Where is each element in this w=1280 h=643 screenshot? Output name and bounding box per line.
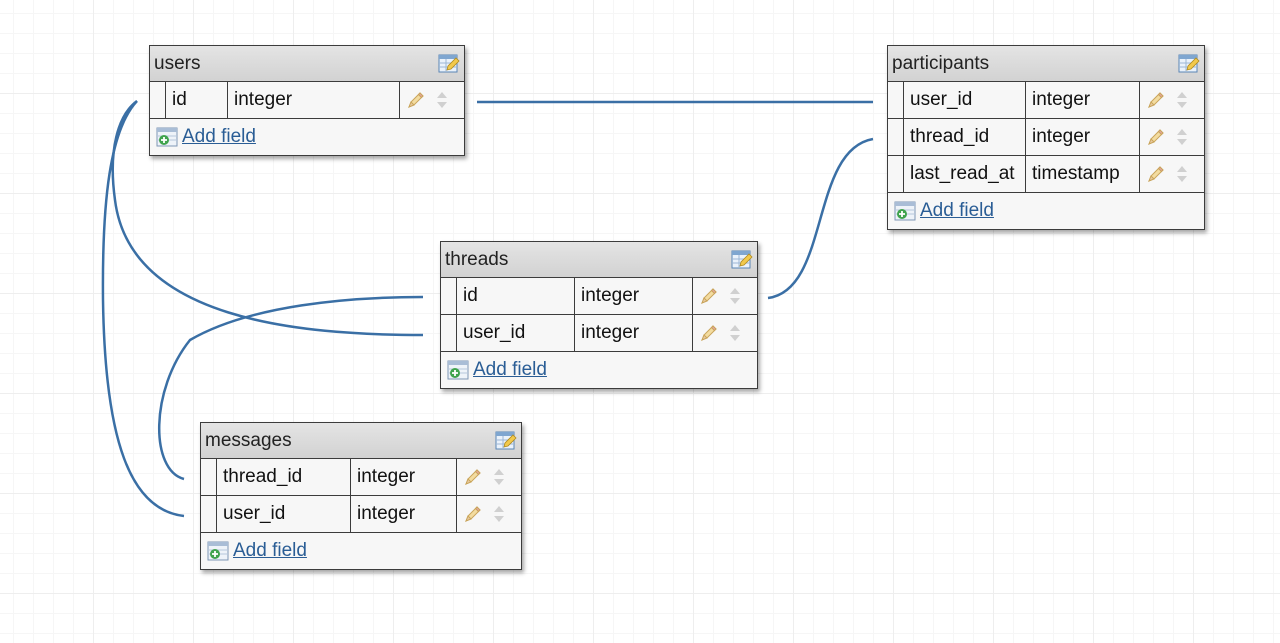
table-header[interactable]: participants: [888, 46, 1204, 82]
field-drag-handle[interactable]: [441, 278, 457, 314]
field-name: user_id: [217, 496, 351, 532]
field-drag-handle[interactable]: [888, 119, 904, 155]
edit-table-icon[interactable]: [1178, 52, 1200, 74]
field-type: integer: [228, 82, 400, 118]
pencil-icon[interactable]: [1146, 127, 1166, 147]
field-actions: [1140, 119, 1204, 155]
field-type: integer: [575, 315, 693, 351]
add-field-icon[interactable]: [894, 201, 916, 221]
field-actions: [400, 82, 464, 118]
field-type: integer: [1026, 119, 1140, 155]
field-actions: [457, 459, 521, 495]
sort-arrows-icon[interactable]: [436, 90, 448, 110]
field-name: id: [457, 278, 575, 314]
add-field-icon[interactable]: [156, 127, 178, 147]
field-name: thread_id: [904, 119, 1026, 155]
add-field-row: Add field: [441, 352, 757, 388]
sort-arrows-icon[interactable]: [493, 504, 505, 524]
field-name: thread_id: [217, 459, 351, 495]
field-type: integer: [575, 278, 693, 314]
field-name: id: [166, 82, 228, 118]
sort-arrows-icon[interactable]: [493, 467, 505, 487]
add-field-row: Add field: [201, 533, 521, 569]
table-name: users: [154, 53, 201, 74]
sort-arrows-icon[interactable]: [1176, 164, 1188, 184]
edit-table-icon[interactable]: [731, 248, 753, 270]
field-name: user_id: [457, 315, 575, 351]
field-type: integer: [351, 459, 457, 495]
pencil-icon[interactable]: [406, 90, 426, 110]
pencil-icon[interactable]: [463, 504, 483, 524]
add-field-icon[interactable]: [207, 541, 229, 561]
field-name: last_read_at: [904, 156, 1026, 192]
field-name: user_id: [904, 82, 1026, 118]
field-type: integer: [1026, 82, 1140, 118]
table-header[interactable]: threads: [441, 242, 757, 278]
add-field-link[interactable]: Add field: [233, 540, 307, 561]
sort-arrows-icon[interactable]: [729, 286, 741, 306]
sort-arrows-icon[interactable]: [1176, 127, 1188, 147]
edit-table-icon[interactable]: [438, 52, 460, 74]
table-name: messages: [205, 430, 292, 451]
field-drag-handle[interactable]: [150, 82, 166, 118]
sort-arrows-icon[interactable]: [729, 323, 741, 343]
add-field-row: Add field: [888, 193, 1204, 229]
pencil-icon[interactable]: [463, 467, 483, 487]
field-drag-handle[interactable]: [201, 496, 217, 532]
pencil-icon[interactable]: [1146, 90, 1166, 110]
field-drag-handle[interactable]: [888, 82, 904, 118]
table-name: participants: [892, 53, 990, 74]
pencil-icon[interactable]: [699, 323, 719, 343]
pencil-icon[interactable]: [1146, 164, 1166, 184]
table-name: threads: [445, 249, 509, 270]
field-drag-handle[interactable]: [201, 459, 217, 495]
add-field-row: Add field: [150, 119, 464, 155]
relation-line-messages-user-to-users[interactable]: [101, 100, 185, 518]
add-field-link[interactable]: Add field: [920, 200, 994, 221]
field-type: integer: [351, 496, 457, 532]
field-actions: [1140, 156, 1204, 192]
table-header[interactable]: users: [150, 46, 464, 82]
add-field-icon[interactable]: [447, 360, 469, 380]
field-drag-handle[interactable]: [441, 315, 457, 351]
field-drag-handle[interactable]: [888, 156, 904, 192]
relation-line-participants-thread-to-threads[interactable]: [767, 137, 874, 300]
field-actions: [693, 315, 757, 351]
edit-table-icon[interactable]: [495, 429, 517, 451]
field-actions: [1140, 82, 1204, 118]
add-field-link[interactable]: Add field: [182, 126, 256, 147]
field-type: timestamp: [1026, 156, 1140, 192]
table-header[interactable]: messages: [201, 423, 521, 459]
field-actions: [457, 496, 521, 532]
field-actions: [693, 278, 757, 314]
add-field-link[interactable]: Add field: [473, 359, 547, 380]
sort-arrows-icon[interactable]: [1176, 90, 1188, 110]
pencil-icon[interactable]: [699, 286, 719, 306]
